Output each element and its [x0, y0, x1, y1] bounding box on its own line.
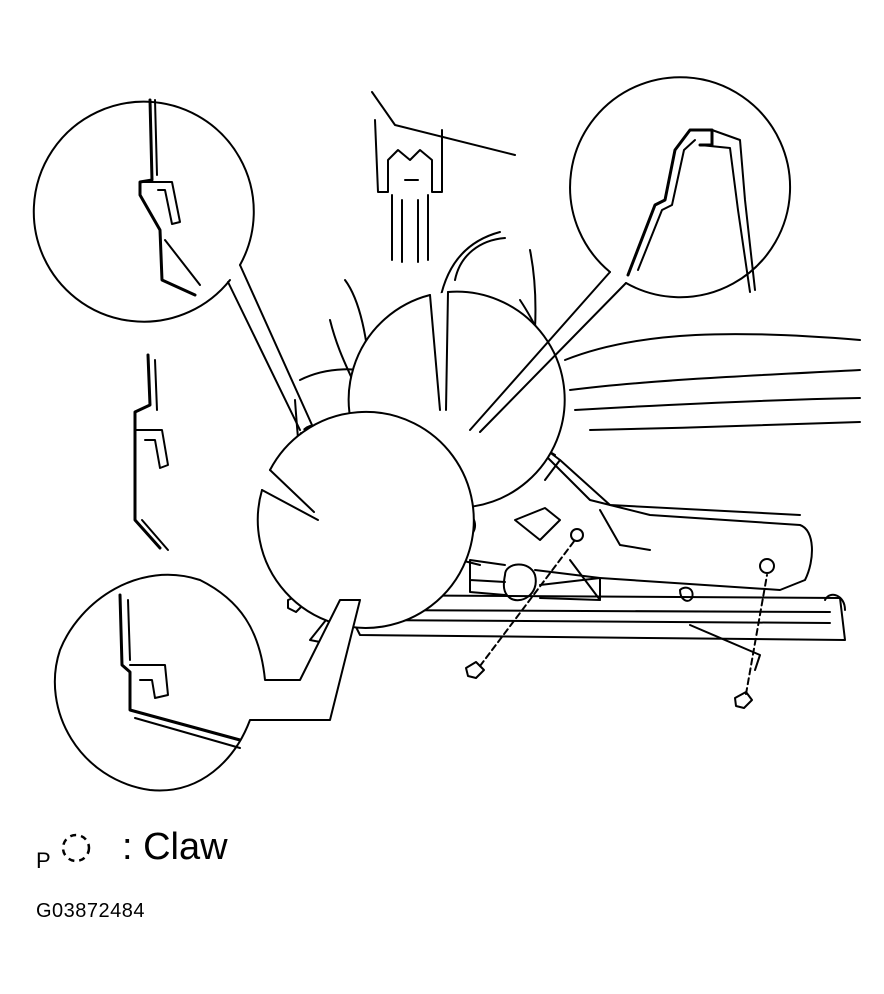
dashed-circle-icon — [61, 833, 91, 863]
legend-label: : Claw — [122, 826, 228, 868]
legend-prefix: P — [36, 848, 51, 873]
callout-middle-left — [133, 353, 475, 629]
callout-top-left — [32, 98, 313, 431]
callout-bottom-left — [53, 573, 361, 792]
callout-top-right — [469, 76, 792, 433]
bolt-right — [734, 558, 775, 709]
bolt-center — [465, 528, 584, 679]
seat-claw-diagram — [32, 76, 861, 792]
figure-code: G03872484 — [36, 900, 146, 922]
